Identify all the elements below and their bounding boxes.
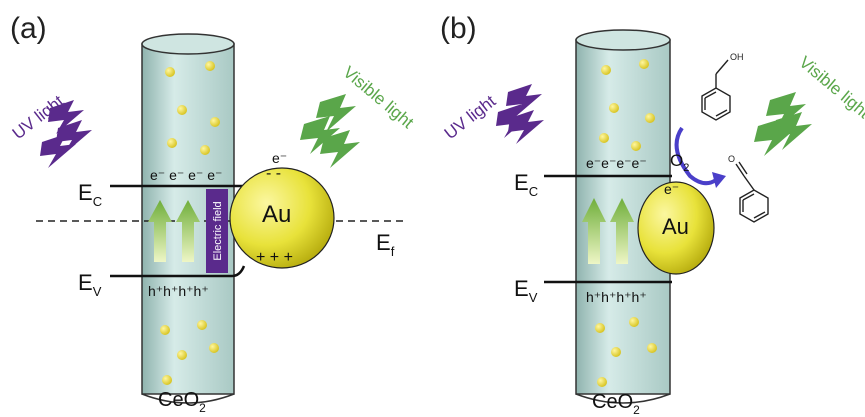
panel-b: (b) Au e⁻ e⁻e: [440, 12, 865, 417]
benzaldehyde-structure: [735, 161, 769, 223]
uv-lightning-icon: [40, 100, 92, 168]
visible-light-label-b: Visible light: [795, 53, 865, 123]
au-positive-charges: + + +: [256, 249, 293, 266]
au-electron-b: e⁻: [664, 181, 679, 197]
au-nanoparticle: [229, 167, 335, 269]
electric-field-box: [206, 189, 228, 273]
benzyl-alcohol-structure: [701, 59, 731, 121]
visible-light-label: Visible light: [339, 63, 417, 133]
ceo2-particles: [160, 61, 220, 385]
o2-arrowhead: [712, 172, 726, 188]
excitation-arrows: [148, 200, 200, 262]
uv-lightning-icon-b: [496, 84, 544, 144]
valence-band-line: [110, 265, 246, 278]
ev-label: EV: [78, 270, 102, 299]
aldehyde-oxygen-label: O: [728, 154, 735, 164]
ev-label-b: EV: [514, 276, 538, 305]
au-negative-charges: - -: [266, 165, 281, 182]
excitation-arrows-b: [582, 198, 634, 264]
ceo2-label-b: CeO2: [592, 391, 640, 417]
o2-reaction-arrow: [674, 126, 718, 186]
valence-holes: h⁺h⁺h⁺h⁺: [148, 283, 209, 299]
o2-label: O2: [670, 151, 689, 174]
visible-lightning-icon: [300, 94, 360, 168]
au-label-b: Au: [662, 214, 689, 239]
panel-b-label: (b): [440, 12, 477, 45]
ef-label: Ef: [376, 230, 395, 259]
conduction-electrons-b: e⁻e⁻e⁻e⁻: [586, 155, 647, 171]
ceo2-particles-b: [595, 59, 657, 387]
visible-lightning-icon-b: [754, 92, 812, 156]
ec-label: EC: [78, 180, 102, 209]
au-electron-label: e⁻: [272, 150, 287, 166]
au-label: Au: [262, 201, 291, 228]
electric-field-label: Electric field: [212, 201, 224, 260]
conduction-electrons: e⁻ e⁻ e⁻ e⁻: [150, 167, 222, 183]
panel-a: (a): [9, 12, 418, 415]
hydroxyl-label: OH: [730, 52, 744, 62]
au-nanoparticle-b: [637, 181, 715, 275]
valence-holes-b: h⁺h⁺h⁺h⁺: [586, 289, 647, 305]
ec-label-b: EC: [514, 170, 538, 199]
uv-light-label-b: UV light: [441, 91, 500, 143]
panel-a-label: (a): [10, 12, 47, 45]
ceo2-label: CeO2: [158, 389, 206, 415]
